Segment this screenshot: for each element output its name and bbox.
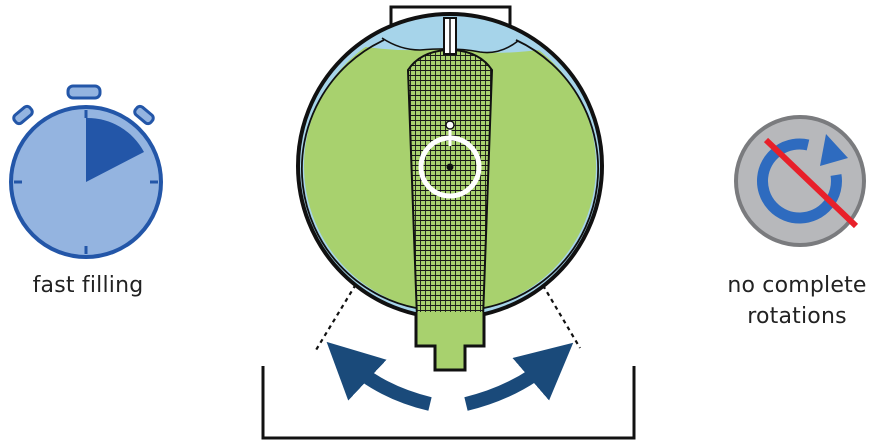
swing-arrow-left (326, 341, 432, 411)
stopwatch-button-left (12, 104, 34, 126)
sphere-inner-wall (300, 39, 600, 309)
prohibit-slash (763, 137, 859, 229)
stopwatch-crown (66, 84, 102, 100)
stopwatch-elapsed-wedge (86, 117, 144, 182)
swing-arrow-right (464, 342, 574, 411)
stopwatch-button-right (133, 104, 155, 126)
neck-fitting (414, 312, 486, 372)
holder-bracket (261, 366, 636, 440)
focus-ring (418, 135, 482, 199)
stopwatch-ticks (14, 110, 158, 254)
sample-tube (443, 17, 457, 55)
label-rotations: rotations (747, 304, 847, 329)
mesh-column (406, 49, 494, 319)
stopwatch-icon (9, 84, 163, 259)
focus-center (446, 163, 454, 171)
caption-fast-filling: fast filling (0, 270, 176, 301)
small-marker (445, 120, 455, 130)
no-rotation-icon (734, 115, 866, 247)
label-no-complete: no complete (727, 273, 867, 298)
label-fast-filling: fast filling (32, 273, 144, 298)
focus-markers (418, 120, 482, 199)
caption-no-rotation: no complete rotations (705, 270, 889, 332)
